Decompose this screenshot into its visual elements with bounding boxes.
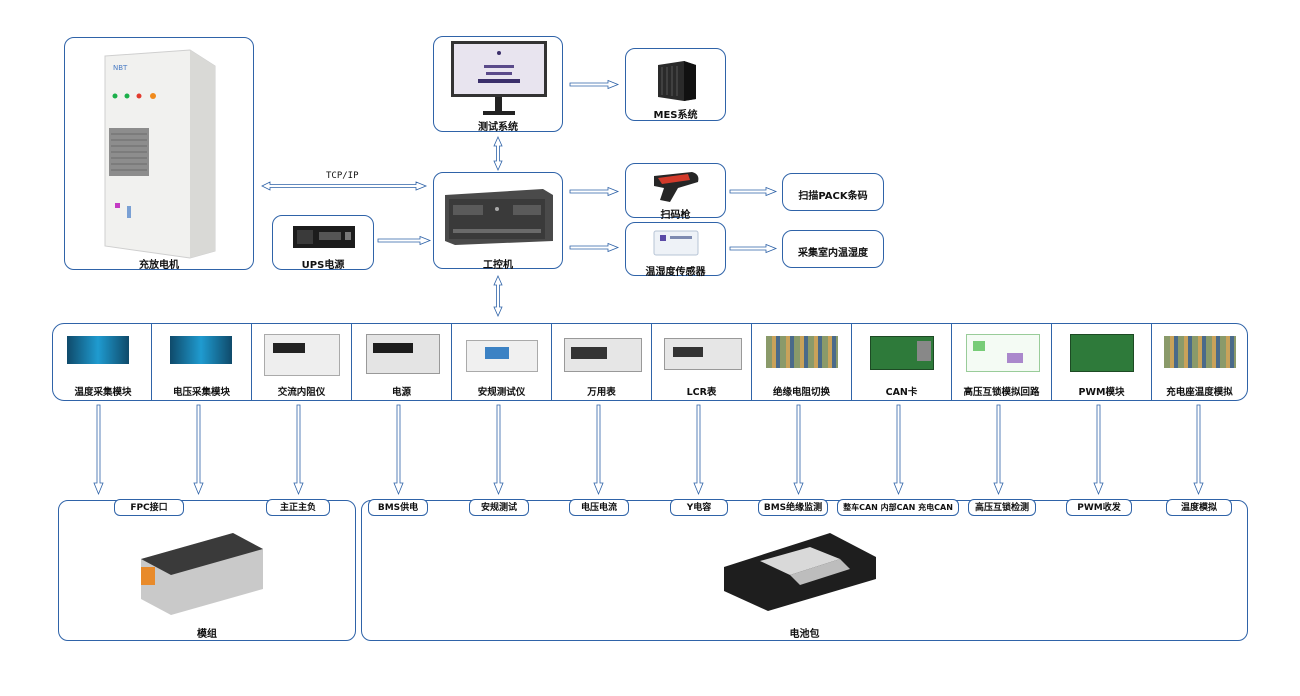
instrument-cell: 温度采集模块 bbox=[53, 324, 153, 400]
ups-node: UPS电源 bbox=[272, 215, 374, 271]
instrument-cell: 万用表 bbox=[551, 324, 651, 400]
ups-label: UPS电源 bbox=[301, 260, 345, 271]
sensor-node: 温湿度传感器 bbox=[625, 222, 726, 278]
sensor-result-label: 采集室内温湿度 bbox=[798, 248, 868, 259]
monitor-image bbox=[451, 41, 547, 115]
tcpip-label: TCP/IP bbox=[326, 171, 359, 181]
battery-pack-image bbox=[724, 533, 876, 611]
ac-resistance-meter-image bbox=[264, 334, 340, 376]
module-tag: FPC接口 bbox=[114, 499, 184, 516]
instrument-cell: 安规测试仪 bbox=[451, 324, 551, 400]
instrument-cell: 绝缘电阻切换 bbox=[751, 324, 851, 400]
instrument-label: 充电座温度模拟 bbox=[1166, 387, 1233, 398]
mes-label: MES系统 bbox=[653, 110, 698, 121]
instrument-label: 温度采集模块 bbox=[74, 387, 132, 398]
instrument-cell: 电源 bbox=[351, 324, 451, 400]
instrument-cell: 高压互锁模拟回路 bbox=[951, 324, 1051, 400]
ipc-node: 工控机 bbox=[433, 172, 563, 271]
instrument-label: CAN卡 bbox=[885, 387, 918, 398]
instrument-label: 高压互锁模拟回路 bbox=[963, 387, 1040, 398]
module-node: 模组 bbox=[58, 500, 356, 641]
scanner-gun-image bbox=[654, 172, 699, 202]
ipc-label: 工控机 bbox=[483, 260, 513, 271]
pack-tag: BMS供电 bbox=[368, 499, 428, 516]
instrument-label: LCR表 bbox=[686, 387, 717, 398]
ups-image bbox=[293, 226, 355, 248]
industrial-pc-image bbox=[445, 189, 553, 245]
instrument-cell: 电压采集模块 bbox=[151, 324, 251, 400]
temperature-module-image bbox=[67, 336, 129, 364]
pack-tag: 高压互锁检测 bbox=[968, 499, 1036, 516]
pwm-module-image bbox=[1070, 334, 1134, 372]
mes-node: MES系统 bbox=[625, 48, 726, 121]
scanner-node: 扫码枪 bbox=[625, 163, 726, 221]
pack-tag: 整车CAN 内部CAN 充电CAN bbox=[837, 499, 959, 516]
test-system-label: 测试系统 bbox=[478, 122, 518, 133]
insulation-switch-image bbox=[766, 336, 838, 368]
safety-tester-image bbox=[466, 340, 538, 372]
pack-title: 电池包 bbox=[789, 629, 820, 640]
instrument-label: 安规测试仪 bbox=[477, 387, 526, 398]
test-system-node: 测试系统 bbox=[433, 36, 563, 133]
instrument-label: 电源 bbox=[391, 387, 411, 398]
voltage-module-image bbox=[170, 336, 232, 364]
instrument-cell: 充电座温度模拟 bbox=[1151, 324, 1247, 400]
pack-tag: 电压电流 bbox=[569, 499, 629, 516]
instrument-cell: PWM模块 bbox=[1051, 324, 1151, 400]
hvil-circuit-image bbox=[966, 334, 1040, 372]
instrument-cell: CAN卡 bbox=[851, 324, 951, 400]
instrument-label: 万用表 bbox=[587, 387, 616, 398]
humidity-sensor-image bbox=[653, 230, 699, 256]
can-card-image bbox=[870, 336, 934, 370]
lcr-meter-image bbox=[664, 338, 742, 370]
scanner-label: 扫码枪 bbox=[660, 210, 691, 221]
instrument-strip: 温度采集模块 电压采集模块 交流内阻仪 电源 安规测试仪 万用表 LCR表 bbox=[52, 323, 1248, 401]
pack-tag: PWM收发 bbox=[1066, 499, 1132, 516]
instrument-label: 电压采集模块 bbox=[172, 387, 230, 398]
scan-result-label: 扫描PACK条码 bbox=[798, 191, 868, 202]
instrument-label: 绝缘电阻切换 bbox=[772, 387, 830, 398]
instrument-cell: 交流内阻仪 bbox=[251, 324, 351, 400]
power-supply-image bbox=[366, 334, 440, 374]
instrument-label: 交流内阻仪 bbox=[277, 387, 326, 398]
pack-tag: BMS绝缘监测 bbox=[758, 499, 828, 516]
instrument-cell: LCR表 bbox=[651, 324, 751, 400]
charge-port-temp-image bbox=[1164, 336, 1236, 368]
charger-node: NBT 充放电机 bbox=[64, 37, 254, 271]
sensor-result-node: 采集室内温湿度 bbox=[782, 230, 884, 268]
pack-tag: 温度模拟 bbox=[1166, 499, 1232, 516]
charger-cabinet-image: NBT bbox=[104, 49, 216, 259]
module-title: 模组 bbox=[197, 629, 217, 640]
svg-text:NBT: NBT bbox=[113, 64, 128, 72]
server-rack-image bbox=[658, 61, 696, 101]
charger-label: 充放电机 bbox=[139, 260, 179, 271]
battery-module-image bbox=[141, 533, 263, 615]
sensor-label: 温湿度传感器 bbox=[645, 267, 706, 278]
pack-node: 电池包 bbox=[361, 500, 1248, 641]
scan-result-node: 扫描PACK条码 bbox=[782, 173, 884, 211]
instrument-label: PWM模块 bbox=[1078, 387, 1125, 398]
module-tag: 主正主负 bbox=[266, 499, 330, 516]
pack-tag: Y电容 bbox=[670, 499, 728, 516]
pack-tag: 安规测试 bbox=[469, 499, 529, 516]
multimeter-image bbox=[564, 338, 642, 372]
